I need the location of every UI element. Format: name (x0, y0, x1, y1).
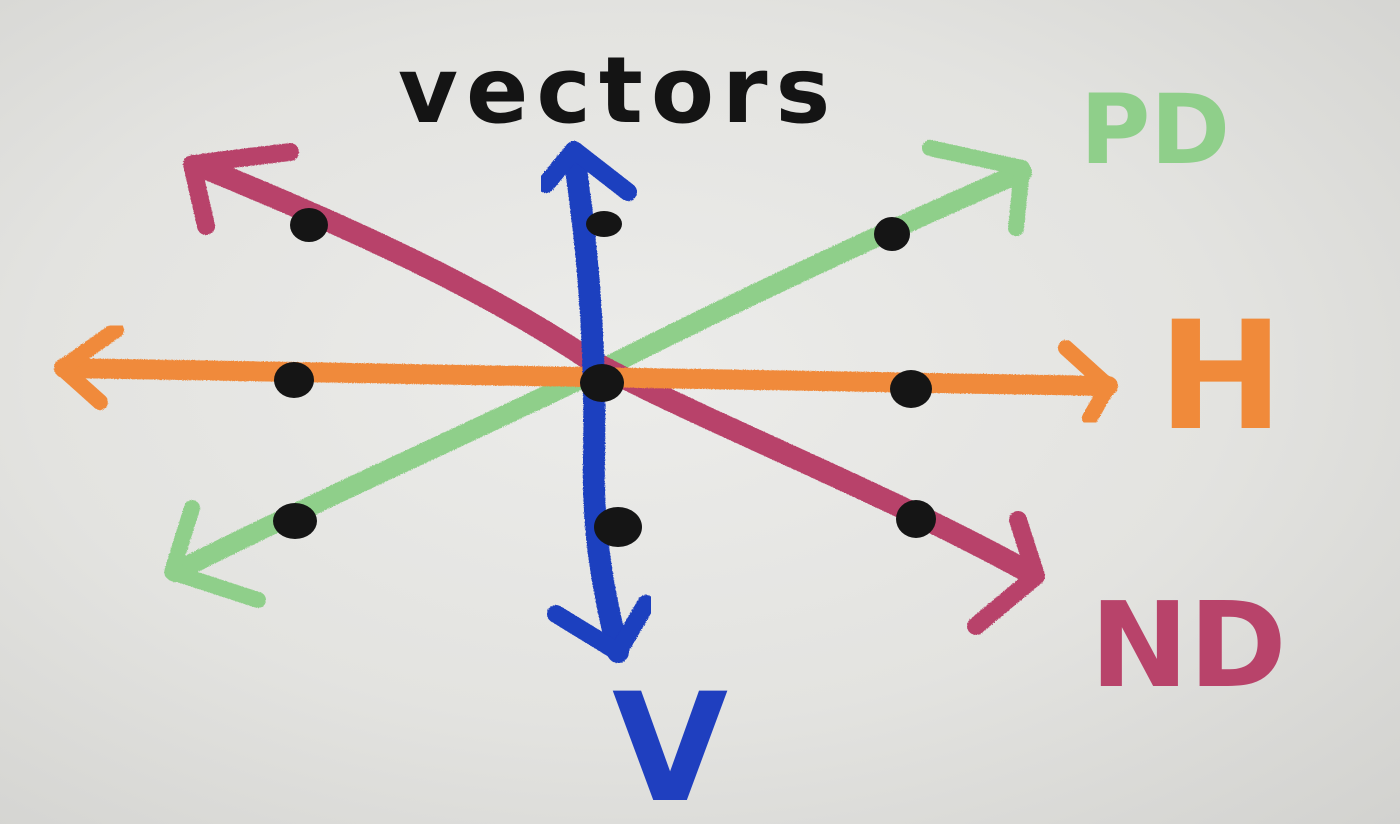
dot (586, 211, 622, 237)
nd-arrowhead-upper-left (183, 143, 299, 235)
h-arrowhead-right (1058, 340, 1116, 426)
dot (874, 217, 910, 251)
nd-label: ND (1090, 576, 1287, 714)
v-arrowhead-top (537, 141, 637, 201)
dot (896, 500, 936, 538)
dot (274, 362, 314, 398)
polarization-dots (273, 208, 936, 547)
pd-arrowhead-upper-right (922, 140, 1030, 236)
dot (594, 507, 642, 547)
v-arrowhead-bottom (547, 595, 655, 661)
pd-label: PD (1080, 74, 1230, 186)
nd-arrowhead-lower-right (967, 511, 1045, 635)
v-vector (537, 141, 655, 663)
dot (290, 208, 328, 242)
dot (890, 370, 932, 408)
dot (580, 364, 624, 402)
v-line (563, 145, 629, 663)
title: vectors (398, 37, 838, 144)
pd-arrowhead-lower-left (164, 500, 266, 608)
v-label: V (612, 662, 728, 824)
h-label: H (1158, 290, 1284, 464)
h-arrowhead-left (54, 322, 124, 410)
dot (273, 503, 317, 539)
